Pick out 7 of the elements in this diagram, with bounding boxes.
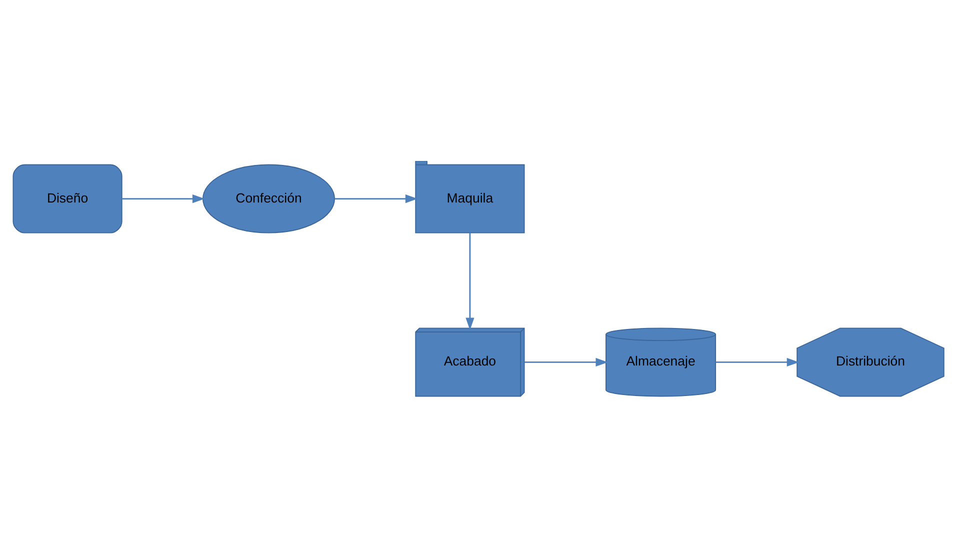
arrow — [334, 194, 418, 203]
arrow — [716, 357, 800, 366]
node-box: Diseño — [12, 164, 122, 233]
arrow — [466, 232, 474, 330]
node-ellipse: Confección — [202, 164, 335, 233]
arrow — [524, 357, 608, 366]
arrow — [122, 194, 205, 203]
